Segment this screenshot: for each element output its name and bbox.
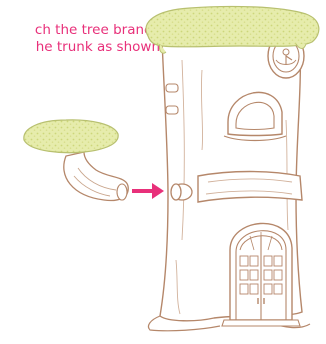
tree-trunk — [148, 34, 310, 331]
branch-foliage — [24, 120, 118, 153]
branch-socket[interactable] — [171, 184, 192, 200]
balcony-plank — [198, 172, 302, 203]
trunk-peg-lower — [166, 106, 178, 114]
right-arrow-icon — [132, 183, 164, 199]
tree-canopy — [146, 6, 319, 53]
trunk-peg-upper — [166, 84, 178, 92]
front-door[interactable] — [222, 223, 300, 326]
tree-branch[interactable] — [24, 120, 128, 201]
